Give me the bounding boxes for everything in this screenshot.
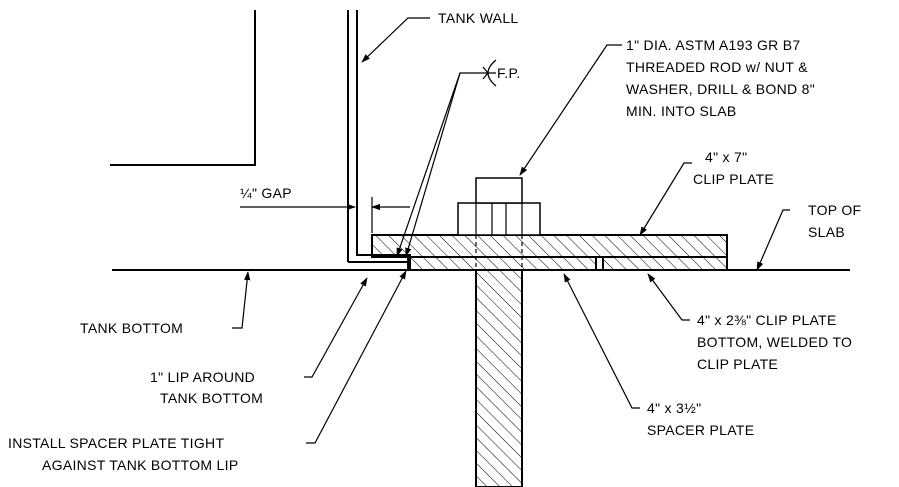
label-tank-bottom: TANK BOTTOM	[80, 320, 183, 336]
threaded-rod-embedded	[475, 269, 523, 487]
label-spacer-plate-1: 4" x 3½"	[647, 400, 701, 416]
label-clip-bottom-1: 4" x 2⅜" CLIP PLATE	[697, 312, 837, 328]
spacer-plate	[407, 256, 597, 271]
threaded-rod-top	[475, 177, 523, 204]
label-clip-plate-1: 4" x 7"	[705, 149, 747, 165]
tank-wall-inner-line	[356, 10, 411, 270]
label-spacer-install-2: AGAINST TANK BOTTOM LIP	[42, 457, 238, 473]
geometry	[110, 10, 850, 487]
label-lip-2: TANK BOTTOM	[160, 390, 263, 406]
label-tank-wall: TANK WALL	[438, 10, 519, 26]
label-rod-4: MIN. INTO SLAB	[626, 103, 737, 119]
leaders	[232, 17, 790, 444]
label-clip-bottom-2: BOTTOM, WELDED TO	[697, 334, 852, 350]
label-gap: ¼" GAP	[240, 185, 292, 201]
label-rod-2: THREADED ROD w/ NUT &	[626, 59, 808, 75]
washer	[457, 202, 541, 236]
label-rod-1: 1" DIA. ASTM A193 GR B7	[626, 37, 801, 53]
label-fp: F.P.	[497, 65, 521, 81]
tank-inner-outline	[110, 10, 256, 166]
clip-plate-bottom	[602, 256, 728, 271]
label-spacer-plate-2: SPACER PLATE	[647, 422, 754, 438]
labels: TANK WALL F.P. 1" DIA. ASTM A193 GR B7 T…	[8, 10, 861, 473]
label-spacer-install-1: INSTALL SPACER PLATE TIGHT	[8, 435, 224, 451]
label-clip-bottom-3: CLIP PLATE	[697, 356, 778, 372]
label-clip-plate-2: CLIP PLATE	[693, 171, 774, 187]
label-rod-3: WASHER, DRILL & BOND 8"	[626, 81, 815, 97]
label-lip-1: 1" LIP AROUND	[150, 369, 255, 385]
clip-plate	[371, 234, 728, 258]
label-top-of-slab-2: SLAB	[808, 224, 845, 240]
field-weld-symbol-icon	[482, 59, 497, 87]
label-top-of-slab-1: TOP OF	[808, 202, 861, 218]
